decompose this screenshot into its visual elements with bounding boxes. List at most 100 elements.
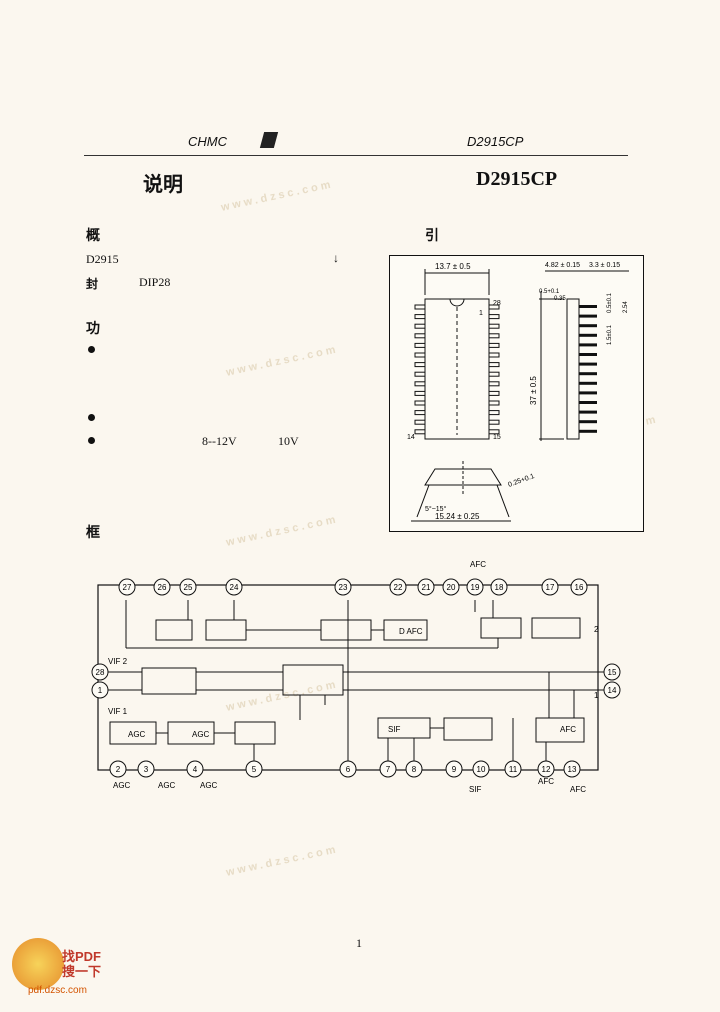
- label-b-agcf: AGC: [200, 781, 218, 790]
- pin-number: 25: [184, 583, 193, 592]
- package-pin: [414, 323, 426, 329]
- pin14-label: 14: [407, 434, 415, 441]
- package-side-pin: [579, 314, 597, 318]
- package-pin: [414, 371, 426, 377]
- bullet-3: [88, 437, 95, 444]
- label-vif1: VIF 1: [108, 707, 128, 716]
- pin-number: 10: [477, 765, 486, 774]
- label-b-agc2: AGC: [158, 781, 176, 790]
- logo-line1: 找PDF: [62, 949, 102, 964]
- pin-number: 22: [394, 583, 403, 592]
- label-side1: 1: [594, 691, 599, 700]
- section-block: 框: [86, 526, 100, 541]
- package-side-pin: [579, 372, 597, 376]
- package-pin: [488, 410, 500, 416]
- dim-tol1: 0.5+0.1: [539, 289, 560, 295]
- package-pin: [414, 333, 426, 339]
- label-dafc: D AFC: [399, 627, 423, 636]
- pin-number: 7: [386, 765, 391, 774]
- watermark: www.dzsc.com: [225, 513, 340, 549]
- pin-circle: [245, 760, 263, 778]
- label-afc-box: AFC: [560, 725, 576, 734]
- pin-number: 21: [422, 583, 431, 592]
- label-sif: SIF: [388, 725, 401, 734]
- label-b-agc: AGC: [113, 781, 131, 790]
- pin15-label: 15: [493, 434, 501, 441]
- label-agc: AGC: [128, 730, 146, 739]
- package-side-pin: [579, 410, 597, 414]
- pin-circle: [537, 760, 555, 778]
- title-left: 说明: [143, 174, 183, 196]
- pin-number: 1: [98, 686, 103, 695]
- pin-number: 14: [608, 686, 617, 695]
- dim-lead: 3.3 ± 0.15: [589, 262, 620, 269]
- dim-tol2: 0.35: [554, 296, 566, 302]
- pin-circle: [379, 760, 397, 778]
- header-company: CHMC: [188, 134, 227, 149]
- label-afc-top: AFC: [470, 560, 486, 569]
- label-b-sif: SIF: [469, 785, 482, 794]
- pin-circle: [570, 578, 588, 596]
- pin-circle: [225, 578, 243, 596]
- package-pin: [488, 304, 500, 310]
- logo-url[interactable]: pdf.dzsc.com: [28, 985, 87, 996]
- package-pin: [414, 304, 426, 310]
- desc-package: DIP28: [139, 275, 171, 289]
- package-drawing: 13.7 ± 0.5 28 15 14 1 37 ± 0.5 4.82 ± 0.…: [389, 255, 644, 532]
- pin-circle: [179, 578, 197, 596]
- page-number: 1: [356, 936, 362, 950]
- pin-circle: [466, 578, 484, 596]
- pin-circle: [445, 760, 463, 778]
- package-pin: [488, 333, 500, 339]
- pin-circle: [541, 578, 559, 596]
- package-pin: [414, 342, 426, 348]
- pin-circle: [91, 681, 109, 699]
- dim-angle: 5°~15°: [425, 505, 447, 513]
- package-side-pin: [579, 420, 597, 424]
- pin-number: 11: [509, 765, 518, 774]
- package-side-pin: [579, 391, 597, 395]
- logo-line2: 搜一下: [62, 964, 102, 979]
- package-right-pins: [488, 304, 500, 435]
- pin-number: 9: [452, 765, 457, 774]
- pin-circle: [603, 681, 621, 699]
- pin-circle: [563, 760, 581, 778]
- watermark: www.dzsc.com: [220, 178, 335, 214]
- package-pin: [488, 362, 500, 368]
- label-b-afc: AFC: [538, 777, 554, 786]
- pin-circle: [153, 578, 171, 596]
- pin-circle: [118, 578, 136, 596]
- package-pin: [414, 400, 426, 406]
- package-side-pin: [579, 362, 597, 366]
- pin-circle: [504, 760, 522, 778]
- desc-prefix: 封: [86, 277, 99, 291]
- pin-circle: [417, 578, 435, 596]
- pin-number: 13: [568, 765, 577, 774]
- watermark: www.dzsc.com: [225, 843, 340, 879]
- pin-number: 18: [495, 583, 504, 592]
- package-side-pin: [579, 305, 597, 308]
- package-pin: [414, 390, 426, 396]
- pin-circle: [405, 760, 423, 778]
- dim-side1: 0.5±0.1: [607, 292, 613, 313]
- package-pin: [488, 390, 500, 396]
- pin-number: 19: [471, 583, 480, 592]
- dim-span: 15.24 ± 0.25: [435, 512, 480, 521]
- bullet-1: [88, 346, 95, 353]
- pin-circle: [389, 578, 407, 596]
- package-pin: [488, 381, 500, 387]
- pin-circle: [186, 760, 204, 778]
- package-pin: [488, 342, 500, 348]
- section-pinout: 引: [425, 229, 439, 244]
- pin-circle: [490, 578, 508, 596]
- pin28-label: 28: [493, 300, 501, 307]
- desc-model: D2915: [86, 252, 119, 266]
- pin-circle: [442, 578, 460, 596]
- package-pin: [488, 323, 500, 329]
- package-pin: [488, 371, 500, 377]
- pin-number: 23: [339, 583, 348, 592]
- pin-number: 12: [542, 765, 551, 774]
- pin-number: 28: [96, 668, 105, 677]
- pin-number: 17: [546, 583, 555, 592]
- package-side-pin: [579, 401, 597, 404]
